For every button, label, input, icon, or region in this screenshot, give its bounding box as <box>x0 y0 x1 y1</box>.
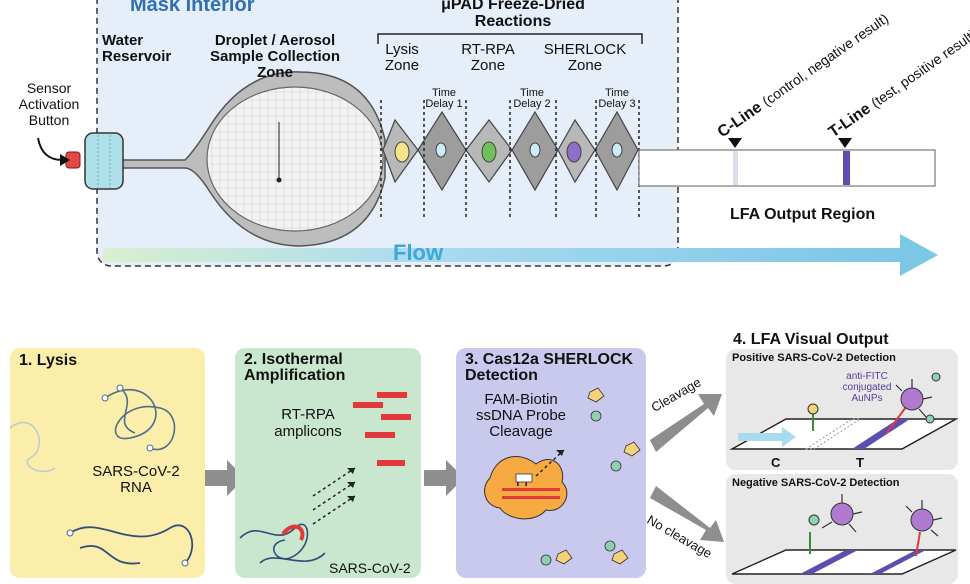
negative-title: Negative SARS-CoV-2 Detection <box>732 477 900 489</box>
lysis-title: 1. Lysis <box>19 352 78 369</box>
cas12a-graphic <box>484 387 641 566</box>
amplification-partial: SARS-CoV-2 <box>329 560 411 576</box>
positive-title: Positive SARS-CoV-2 Detection <box>732 352 896 364</box>
lfa-region-label: LFA Output Region <box>730 206 876 223</box>
amplification-title: 2. Isothermal Amplification <box>244 351 346 384</box>
time-delay-1: Time Delay 1 <box>425 87 463 110</box>
detection-title: 3. Cas12a SHERLOCK Detection <box>465 351 634 384</box>
flow-label: Flow <box>393 240 444 265</box>
negative-strip <box>731 494 957 575</box>
panel-positive: Positive SARS-CoV-2 Detection anti-FITC … <box>726 349 958 470</box>
t-label: T <box>856 455 864 470</box>
aunp-label: anti-FITC conjugated AuNPs <box>842 371 892 404</box>
water-reservoir-label: Water Reservoir <box>102 32 172 65</box>
step-arrow-2 <box>424 460 464 496</box>
rna-strands <box>10 384 194 567</box>
time-delay-2: Time Delay 2 <box>513 87 551 110</box>
probe-label: FAM-Biotin ssDNA Probe Cleavage <box>475 391 567 440</box>
cleavage-arrows <box>650 394 724 542</box>
panel-amplification: 2. Isothermal Amplification RT-RPA ampli… <box>235 348 421 578</box>
flow-arrow-shaft <box>103 248 903 262</box>
upad-title: μPAD Freeze-Dried Reactions <box>441 0 585 30</box>
t-line-mark <box>843 151 850 185</box>
positive-strip <box>729 372 958 450</box>
panel-detection: 3. Cas12a SHERLOCK Detection FAM-Biotin … <box>456 348 646 578</box>
time-delay-3: Time Delay 3 <box>598 87 636 110</box>
amplicons-label: RT-RPA amplicons <box>274 406 342 440</box>
sherlock-zone-label: SHERLOCK Zone <box>543 41 627 74</box>
lysis-zone-label: Lysis Zone <box>384 41 420 74</box>
amplicon-graphic <box>239 392 411 564</box>
panel-lysis: 1. Lysis SARS-CoV-2 RNA <box>10 348 205 578</box>
panel-negative: Negative SARS-CoV-2 Detection <box>726 474 958 584</box>
upad-chain <box>382 110 639 192</box>
collection-zone-label: Droplet / Aerosol Sample Collection Zone <box>209 32 341 81</box>
lfa-strip <box>638 149 936 187</box>
rna-label: SARS-CoV-2 RNA <box>92 463 180 496</box>
collection-mesh <box>206 86 384 232</box>
c-label: C <box>771 455 781 470</box>
device-svg <box>37 0 938 276</box>
device-schematic: Mask Interior μPAD Freeze-Dried Reaction… <box>0 0 970 290</box>
c-line-mark <box>733 151 738 185</box>
lfa-output-title: 4. LFA Visual Output <box>733 331 889 348</box>
rtrpa-zone-label: RT-RPA Zone <box>461 41 515 74</box>
sensor-button-label: Sensor Activation Button <box>18 80 80 128</box>
mask-interior-title: Mask Interior <box>130 0 255 16</box>
flow-arrow-head <box>900 234 938 276</box>
water-reservoir <box>84 132 124 190</box>
